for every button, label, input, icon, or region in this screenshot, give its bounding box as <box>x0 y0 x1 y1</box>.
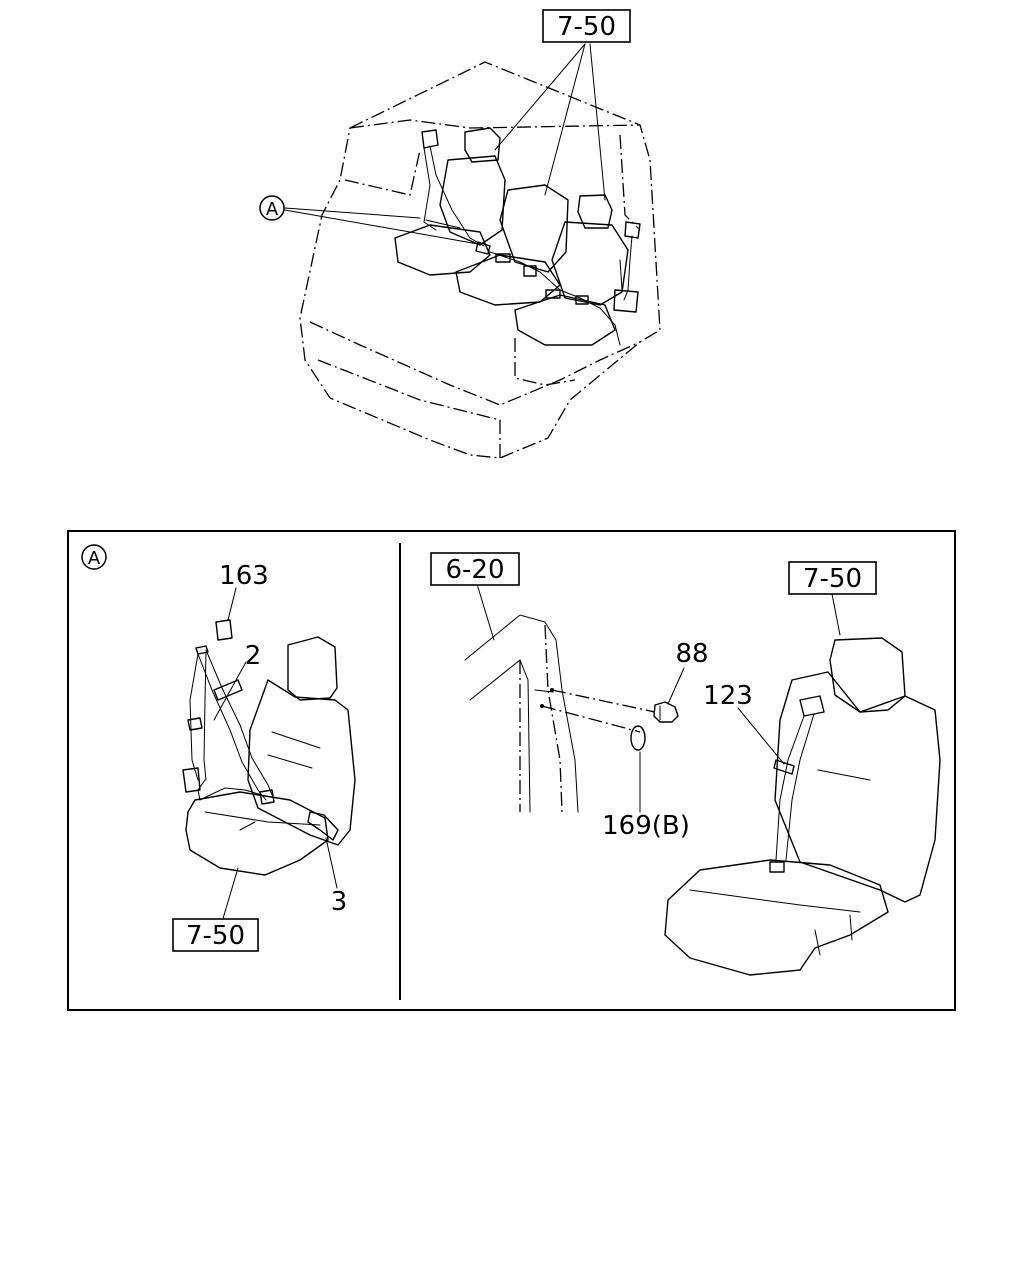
leader-hole-169 <box>541 705 641 733</box>
overview-right-seatbelt <box>613 221 641 313</box>
leader-7-50-to-right-seat <box>589 43 606 201</box>
overview-left-seat <box>394 127 506 276</box>
cab-shell-outline <box>299 61 661 459</box>
leader-7-50-left <box>221 867 239 923</box>
cab-rear-wall <box>349 119 641 129</box>
leader-7-50-right <box>831 593 841 636</box>
cab-floor-edge <box>309 321 641 406</box>
belt-guide-163 <box>215 619 233 641</box>
leader-163 <box>227 587 237 621</box>
detail-left-seatbelt <box>182 619 339 841</box>
overview-callout-letter: A <box>266 199 279 220</box>
plug-88 <box>653 701 679 723</box>
detail-left-ref-box: 7-50 <box>172 918 259 952</box>
detail-right-ref-box-6-20: 6-20 <box>430 552 520 586</box>
detail-left-ref-label: 7-50 <box>186 921 245 951</box>
leader-123 <box>737 707 785 765</box>
leader-2 <box>213 661 247 721</box>
leader-a-to-belt-upper <box>284 207 421 219</box>
cab-dash-lower <box>317 359 501 458</box>
part-2-label: 2 <box>245 641 262 671</box>
detail-callout-a: A <box>81 544 107 570</box>
cap-169b <box>630 725 646 751</box>
detail-right-ref-6-20-label: 6-20 <box>445 555 504 585</box>
overview-ref-box: 7-50 <box>542 9 631 43</box>
buckle-3 <box>307 811 339 841</box>
leader-6-20 <box>476 583 495 641</box>
part-163-label: 163 <box>219 561 269 591</box>
overview-middle-seat <box>455 184 569 306</box>
cab-left-pillar <box>344 149 421 196</box>
detail-right-ref-7-50-label: 7-50 <box>803 564 862 594</box>
leader-7-50-to-middle-seat <box>544 43 586 196</box>
detail-left-panel: A <box>81 544 356 952</box>
leader-7-50-to-left-seat <box>494 43 586 151</box>
leader-88 <box>667 667 685 705</box>
part-169b-label: 169(B) <box>602 811 690 841</box>
detail-frame <box>67 530 956 1011</box>
detail-right-ref-box-7-50: 7-50 <box>788 561 877 595</box>
detail-left-seat <box>185 636 356 876</box>
overview-right-seat <box>514 194 629 346</box>
detail-right-panel: 6-20 7-50 88 123 169(B) <box>430 552 941 976</box>
overview-ref-label: 7-50 <box>557 12 616 42</box>
leader-a-to-belt-lower <box>284 209 479 245</box>
cab-right-pillar <box>619 134 641 231</box>
part-88-label: 88 <box>675 639 708 669</box>
part-3-label: 3 <box>331 887 348 917</box>
overview-callout-a: A <box>259 195 285 221</box>
detail-right-seatbelt <box>769 695 825 873</box>
detail-callout-letter: A <box>88 548 101 569</box>
overview-left-seatbelt <box>421 129 621 346</box>
leader-hole-88 <box>551 689 656 713</box>
part-123-label: 123 <box>703 681 753 711</box>
cab-overview: 7-50 A <box>259 9 661 459</box>
leader-3 <box>325 837 338 889</box>
cab-side-step <box>514 338 576 386</box>
cab-pillar <box>464 614 579 813</box>
